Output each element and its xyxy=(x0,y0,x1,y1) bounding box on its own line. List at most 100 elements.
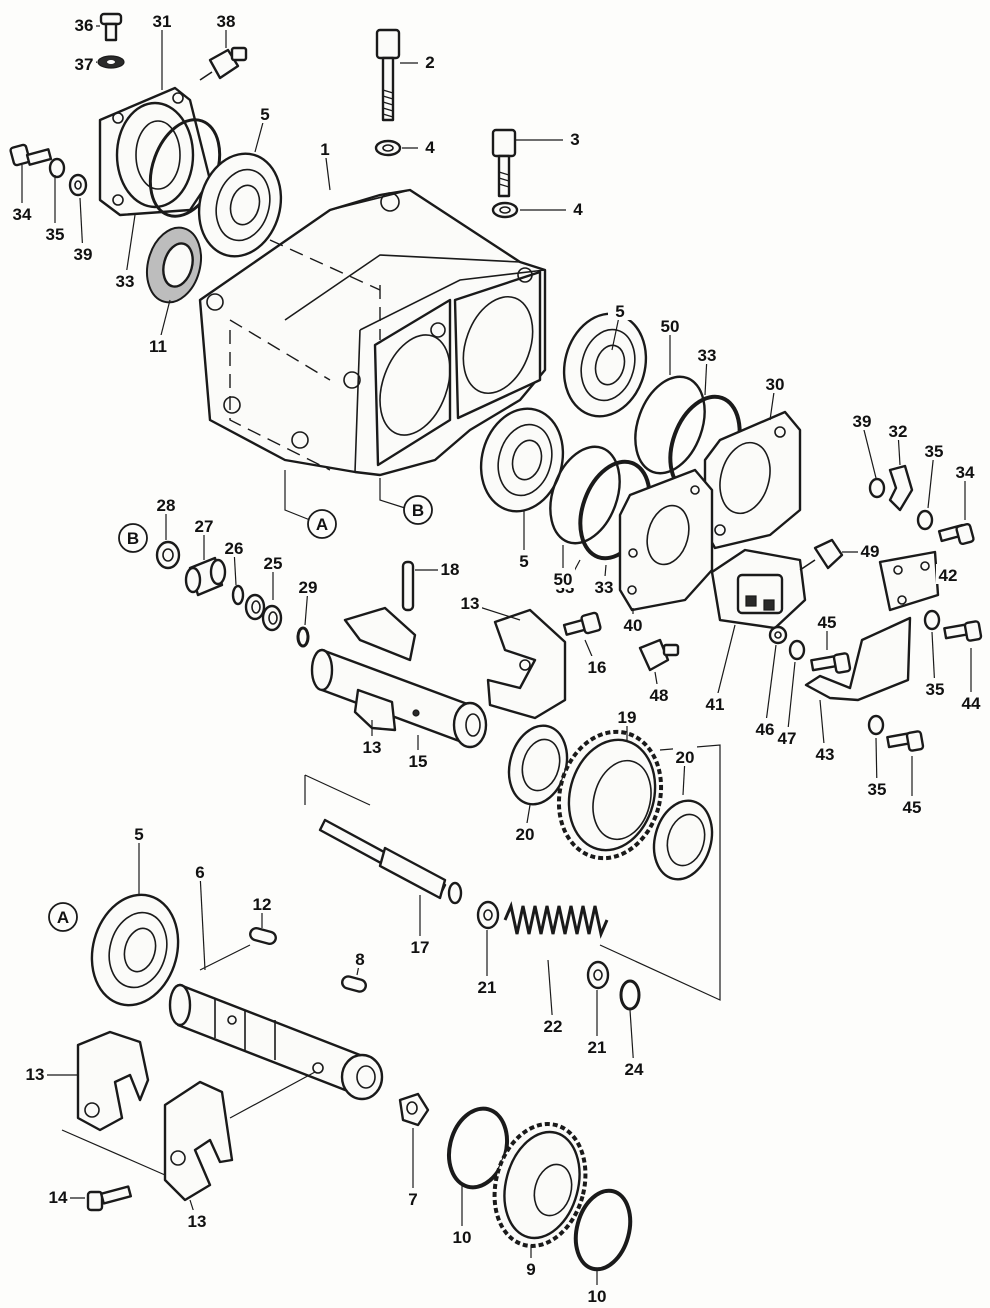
washer-47 xyxy=(788,639,806,661)
part-label-50: 50 xyxy=(554,570,573,589)
part-label-bg xyxy=(658,315,682,335)
part-label-bg xyxy=(850,410,874,430)
part-label-21: 21 xyxy=(478,978,497,997)
clip-29 xyxy=(296,626,310,648)
part-label-bg xyxy=(475,976,499,996)
bolt-45-upper xyxy=(810,652,852,674)
leader-lines-lower xyxy=(61,944,316,1176)
bolt-45-lower xyxy=(886,730,925,752)
ref-letter-b: B xyxy=(127,529,139,548)
gear-housing xyxy=(198,188,547,477)
fitting-49 xyxy=(799,538,844,571)
part-label-14: 14 xyxy=(49,1188,68,1207)
ref-letter-a: A xyxy=(316,515,328,534)
leader-41 xyxy=(714,624,736,706)
part-label-bg xyxy=(458,592,482,612)
part-label-34: 34 xyxy=(13,205,32,224)
bolt-2 xyxy=(375,28,401,122)
part-label-6: 6 xyxy=(195,863,204,882)
shaft-15 xyxy=(310,648,488,749)
cover-30 xyxy=(703,410,802,550)
part-label-1: 1 xyxy=(320,140,329,159)
part-label-38: 38 xyxy=(217,12,236,31)
part-label-17: 17 xyxy=(411,938,430,957)
part-label-bg xyxy=(192,515,216,535)
part-label-bg xyxy=(703,693,727,713)
part-label-bg xyxy=(150,10,174,30)
part-label-bg xyxy=(512,550,536,570)
shaft-6 xyxy=(168,983,384,1101)
part-label-5: 5 xyxy=(519,552,528,571)
nut-7 xyxy=(398,1092,430,1127)
ref-letter-b: B xyxy=(412,501,424,520)
part-label-49: 49 xyxy=(861,542,880,561)
part-label-26: 26 xyxy=(225,539,244,558)
part-label-bg xyxy=(923,678,947,698)
part-label-16: 16 xyxy=(588,658,607,677)
rod-17 xyxy=(318,818,463,905)
part-label-30: 30 xyxy=(766,375,785,394)
part-label-bg xyxy=(813,743,837,763)
part-label-bg xyxy=(253,103,277,123)
part-label-33: 33 xyxy=(595,578,614,597)
part-label-bg xyxy=(519,1258,543,1278)
part-label-4: 4 xyxy=(573,200,583,219)
part-label-13: 13 xyxy=(188,1212,207,1231)
washer-21-left xyxy=(476,900,500,930)
part-label-bg xyxy=(214,10,238,30)
part-label-bg xyxy=(348,948,372,968)
bearing-5-bottom xyxy=(90,893,180,1007)
ref-circle-a xyxy=(48,902,78,932)
part-label-bg xyxy=(72,53,96,73)
part-label-bg xyxy=(763,373,787,393)
part-label-35: 35 xyxy=(926,680,945,699)
part-label-bg xyxy=(46,1186,70,1206)
part-label-bg xyxy=(313,138,337,158)
clip-26 xyxy=(231,584,245,606)
part-label-33: 33 xyxy=(116,272,135,291)
part-label-bg xyxy=(10,203,34,223)
part-label-bg xyxy=(185,1210,209,1230)
part-label-36: 36 xyxy=(75,16,94,35)
part-label-bg xyxy=(401,1188,425,1208)
ref-circle-b xyxy=(118,523,148,553)
part-label-bg xyxy=(541,1015,565,1035)
ref-line-b xyxy=(379,478,406,509)
part-label-bg xyxy=(360,736,384,756)
leader-39 xyxy=(861,421,877,479)
leader-46 xyxy=(764,644,777,731)
part-label-37: 37 xyxy=(75,55,94,74)
part-label-bg xyxy=(953,461,977,481)
part-label-20: 20 xyxy=(676,748,695,767)
clamp-32 xyxy=(888,464,914,512)
part-label-bg xyxy=(608,300,632,320)
pump-41 xyxy=(710,548,807,630)
part-label-2: 2 xyxy=(425,53,434,72)
part-label-bg xyxy=(936,564,960,584)
ref-line-a xyxy=(284,470,311,521)
part-label-bg xyxy=(408,936,432,956)
part-label-15: 15 xyxy=(409,752,428,771)
part-label-28: 28 xyxy=(157,496,176,515)
part-label-bg xyxy=(154,494,178,514)
part-label-46: 46 xyxy=(756,720,775,739)
bolt-44 xyxy=(943,620,983,642)
washer-28 xyxy=(155,540,181,570)
shim-50-lower xyxy=(549,445,621,545)
part-label-bg xyxy=(551,568,575,588)
part-label-10: 10 xyxy=(453,1228,472,1247)
part-label-bg xyxy=(146,335,170,355)
washer-35-lower-right xyxy=(867,714,885,736)
leader-bracket-upper xyxy=(304,774,371,806)
bolt-14 xyxy=(86,1185,133,1212)
washer-21-right xyxy=(586,960,610,990)
key-12 xyxy=(249,926,277,946)
fork-13-lower-left xyxy=(353,688,397,732)
part-label-13: 13 xyxy=(363,738,382,757)
part-label-34: 34 xyxy=(956,463,975,482)
part-label-41: 41 xyxy=(706,695,725,714)
part-label-42: 42 xyxy=(939,566,958,585)
part-label-bg xyxy=(261,552,285,572)
part-label-32: 32 xyxy=(889,422,908,441)
